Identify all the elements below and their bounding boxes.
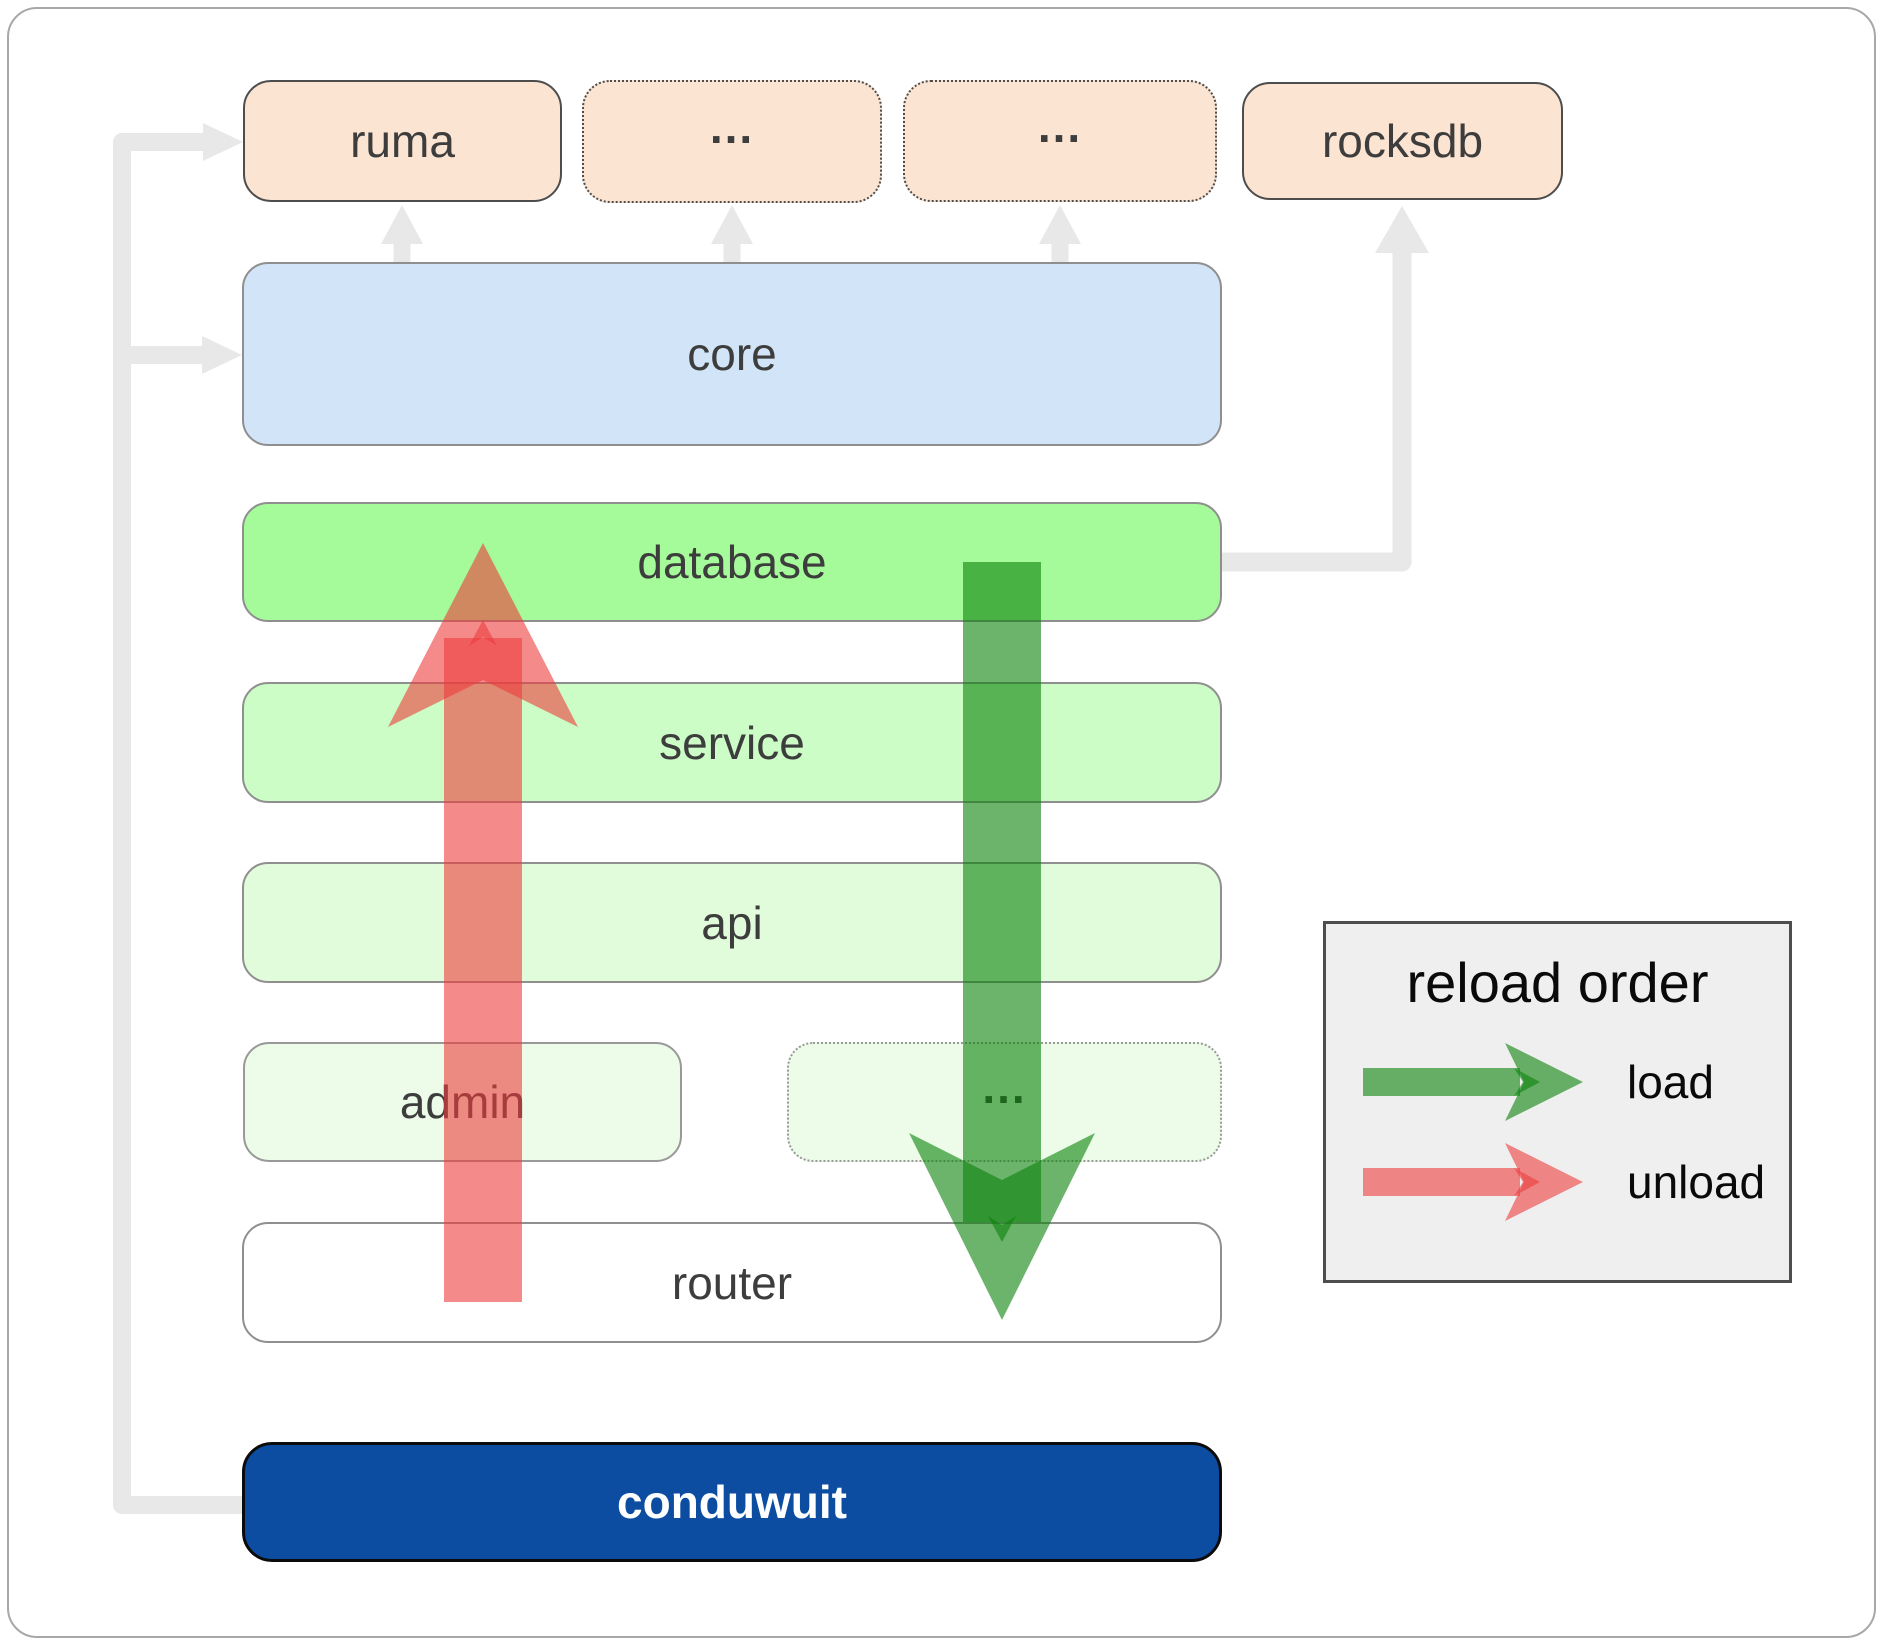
box-database: database [242,502,1222,622]
router-label: router [671,1256,793,1309]
arrowhead-core-dep2-icon [1039,205,1081,244]
box-dependency-more-2: ... [903,80,1217,202]
legend-unload-label: unload [1627,1156,1766,1208]
arrowhead-core-ruma-icon [381,205,423,244]
box-conduwuit: conduwuit [242,1442,1222,1562]
box-router: router [242,1222,1222,1343]
ruma-label: ruma [350,115,455,167]
api-label: api [701,896,763,949]
box-admin-more: ... [787,1042,1222,1162]
conduwuit-label: conduwuit [617,1476,847,1528]
arrowhead-into-rocksdb-icon [1375,206,1429,253]
admin-more-label: ... [982,1060,1027,1113]
dependency-more-1-label: ... [709,100,755,153]
database-to-rocksdb-line [1222,248,1412,572]
database-label: database [637,536,827,588]
box-api: api [242,862,1222,983]
legend-title: reload order [1406,951,1709,1014]
box-rocksdb: rocksdb [1242,82,1563,200]
arrowhead-into-core-icon [202,336,242,374]
outer-frame-border [7,7,1876,1638]
box-dependency-more-1: ... [582,80,882,203]
conduwuit-elbow-line [113,133,242,1514]
box-admin: admin [243,1042,682,1162]
dependency-more-2-label: ... [1037,99,1083,152]
box-core: core [242,262,1222,446]
admin-label: admin [399,1076,526,1128]
box-service: service [242,682,1222,803]
arrowhead-into-ruma-icon [203,123,243,161]
arrowhead-core-dep1-icon [711,205,753,244]
core-label: core [687,328,777,380]
unload-arrow-marker [469,620,497,646]
service-label: service [659,716,805,769]
legend-load-label: load [1627,1056,1714,1108]
box-ruma: ruma [243,80,562,202]
rocksdb-label: rocksdb [1321,115,1484,167]
